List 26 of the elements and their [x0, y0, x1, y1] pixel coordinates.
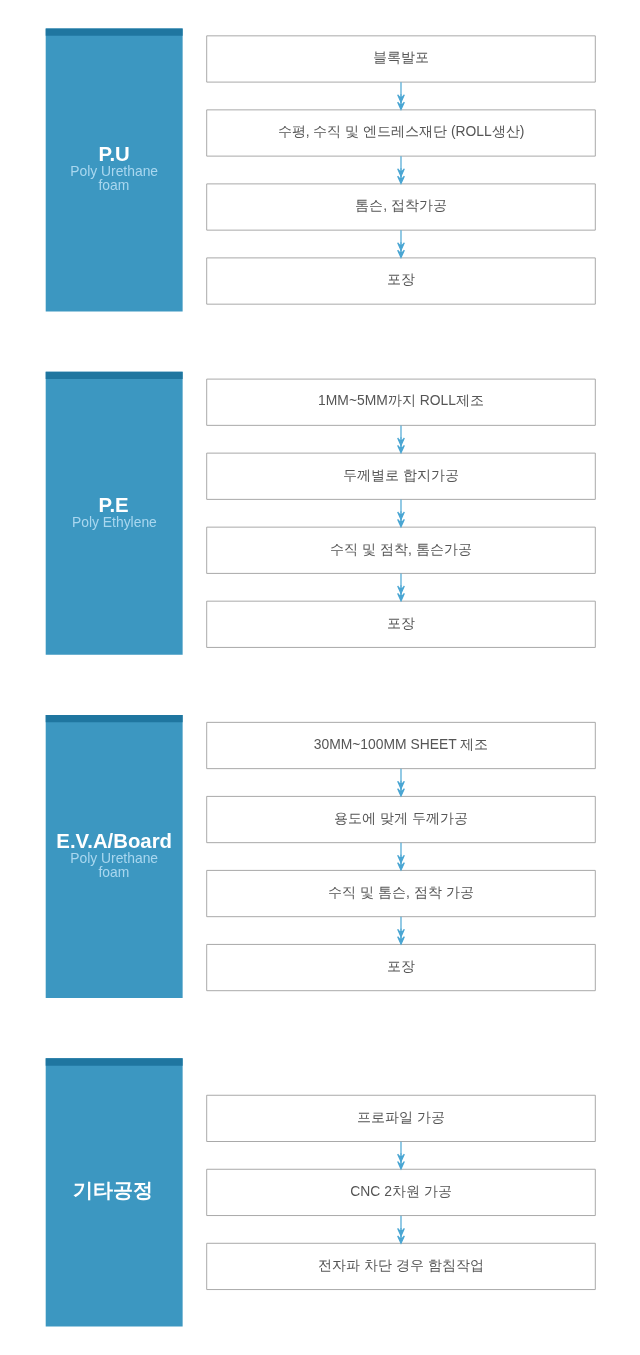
node-box: 포장 [205, 943, 596, 992]
node-box: CNC 2차원 가공 [205, 1168, 596, 1216]
arrow [396, 573, 405, 602]
node-box: 두께별로 합지가공 [205, 452, 596, 500]
node-box: 1MM~5MM까지 ROLL제조 [205, 378, 596, 426]
node-box: 전자파 차단 경우 함침작업 [205, 1242, 596, 1290]
arrow [396, 155, 405, 185]
arrow [396, 229, 405, 259]
arrow [396, 842, 405, 871]
node-box: 30MM~100MM SHEET 제조 [205, 721, 596, 770]
arrow [396, 916, 405, 945]
arrow [396, 424, 405, 454]
arrow [396, 81, 405, 111]
arrow [396, 1141, 405, 1170]
arrow [396, 1215, 405, 1244]
node-box: 톰슨, 접착가공 [205, 183, 596, 231]
node-box: 프로파일 가공 [205, 1094, 596, 1142]
arrow [396, 768, 405, 797]
node-box: 수직 및 톰슨, 점착 가공 [205, 869, 596, 918]
node-box: 수직 및 점착, 톰슨가공 [205, 526, 596, 574]
node-box: 포장 [205, 257, 596, 305]
arrow [396, 498, 405, 528]
node-box: 수평, 수직 및 엔드레스재단 (ROLL생산) [205, 109, 596, 157]
node-box: 포장 [205, 600, 596, 648]
node-box: 용도에 맞게 두께가공 [205, 795, 596, 844]
node-box: 블록발포 [205, 35, 596, 83]
